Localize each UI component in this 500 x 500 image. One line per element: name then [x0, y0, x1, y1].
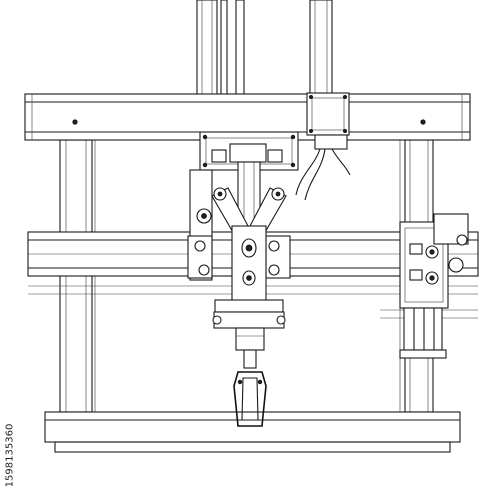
- motor-housing: [295, 92, 351, 201]
- stock-id-watermark: 1598135360: [3, 415, 17, 495]
- stock-id-text: 1598135360: [4, 423, 16, 487]
- gripper-fingers: [233, 327, 267, 427]
- base-plate: [44, 411, 461, 453]
- gripper-body: [194, 225, 286, 329]
- valve-block: [399, 213, 469, 359]
- vertical-guide-columns: [196, 0, 333, 96]
